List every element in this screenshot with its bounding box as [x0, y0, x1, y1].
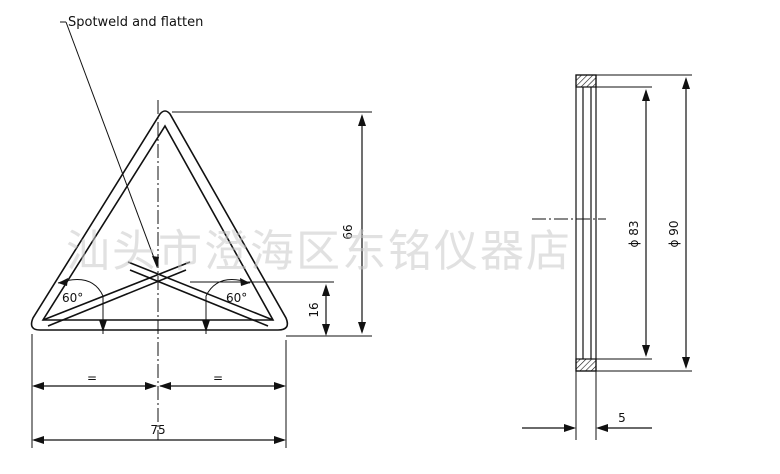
dim-16-label: 16	[307, 302, 321, 317]
angle-right-label: 60°	[226, 291, 247, 305]
dim-dia-90	[596, 74, 692, 372]
dim-66	[172, 111, 372, 337]
dim-75	[32, 436, 286, 444]
cross-strut-left-inner	[47, 269, 187, 327]
dim-thickness-5-label: 5	[618, 411, 626, 425]
cross-strut-right-inner	[129, 269, 269, 327]
dim-half-left-label: =	[87, 371, 97, 385]
dim-dia-90-label: ϕ 90	[667, 221, 681, 248]
angle-right	[202, 278, 251, 334]
dim-dia-83	[596, 86, 652, 360]
spotweld-note: Spotweld and flatten	[68, 15, 203, 30]
angle-left-label: 60°	[62, 291, 83, 305]
dim-half-left	[32, 382, 157, 390]
dim-half-right	[159, 382, 286, 390]
dim-75-label: 75	[150, 423, 165, 437]
ring-side-view	[575, 74, 597, 372]
watermark: 汕头市澄海区东铭仪器店	[66, 226, 572, 277]
dim-dia-83-label: ϕ 83	[627, 221, 641, 248]
triangle-outer-wire	[30, 110, 289, 331]
dim-16	[190, 281, 334, 336]
cross-strut-left	[42, 261, 191, 321]
cross-strut-right	[127, 261, 274, 321]
ring-top-section	[575, 74, 597, 88]
spotweld-leader	[60, 21, 159, 268]
dim-thickness-5	[522, 371, 652, 440]
ring-bottom-section	[575, 358, 597, 372]
dim-half-right-label: =	[213, 371, 223, 385]
dim-extension-lines	[31, 334, 287, 448]
dim-66-label: 66	[341, 224, 355, 239]
angle-left	[57, 278, 107, 334]
triangle-wire-frame	[30, 110, 289, 331]
